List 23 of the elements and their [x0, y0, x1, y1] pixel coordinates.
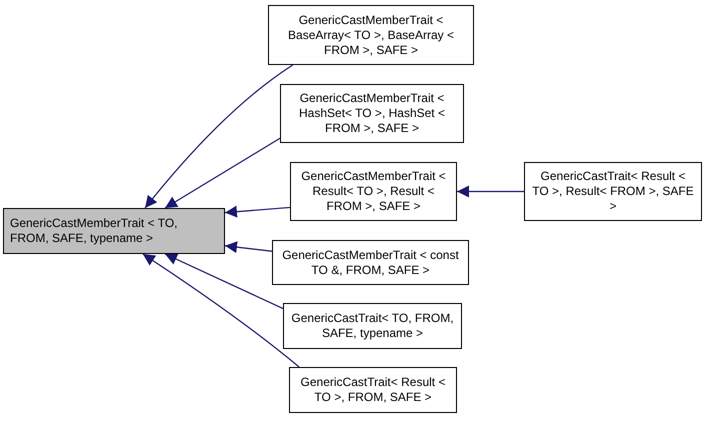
- class-name: GenericCastMemberTrait < const TO &, FROM, SAFE >: [281, 248, 460, 278]
- inheritance-arrow: [144, 64, 294, 208]
- class-box: [280, 84, 464, 143]
- inheritance-arrow: [164, 253, 284, 310]
- class-box: [289, 367, 457, 413]
- inheritance-arrow: [224, 241, 272, 254]
- class-box: [268, 5, 474, 65]
- inheritance-arrow: [164, 138, 280, 209]
- class-name: GenericCastMemberTrait < HashSet< TO >, HashSet < FROM >, SAFE >: [298, 91, 446, 136]
- inheritance-arrow: [142, 254, 300, 368]
- inheritance-arrow: [224, 206, 290, 218]
- class-name: GenericCastTrait< Result < TO >, Result< FROM >, SAFE >: [531, 169, 695, 214]
- class-box: [3, 208, 225, 254]
- class-name: GenericCastMemberTrait < Result< TO >, Result < FROM >, SAFE >: [300, 169, 447, 214]
- class-box: [290, 162, 457, 221]
- inheritance-arrow: [457, 186, 524, 198]
- class-name: GenericCastMemberTrait < BaseArray< TO >, BaseArray < FROM >, SAFE >: [287, 12, 455, 58]
- class-name: GenericCastTrait< Result < TO >, FROM, SAFE >: [300, 375, 446, 405]
- class-box: [283, 303, 462, 349]
- class-box: [524, 162, 702, 221]
- class-name: GenericCastTrait< TO, FROM, SAFE, typename >: [290, 311, 455, 341]
- class-box: [272, 240, 469, 285]
- class-name: GenericCastMemberTrait < TO, FROM, SAFE, typename >: [10, 216, 178, 246]
